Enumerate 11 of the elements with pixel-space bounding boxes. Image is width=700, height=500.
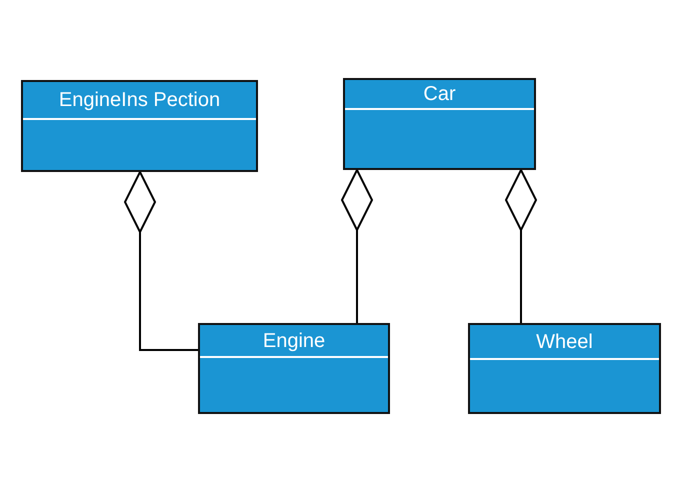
class-name: Wheel: [536, 332, 593, 352]
class-box: [343, 78, 536, 170]
aggregation-connector: [124, 171, 198, 351]
aggregation-connector: [341, 169, 373, 323]
class-box: [468, 323, 661, 414]
class-name: Car: [423, 84, 456, 104]
class-box: [198, 323, 390, 414]
class-box: [21, 80, 258, 172]
aggregation-connector: [505, 169, 537, 323]
class-name: EngineIns Pection: [58, 90, 220, 110]
class-name: Engine: [262, 330, 326, 350]
